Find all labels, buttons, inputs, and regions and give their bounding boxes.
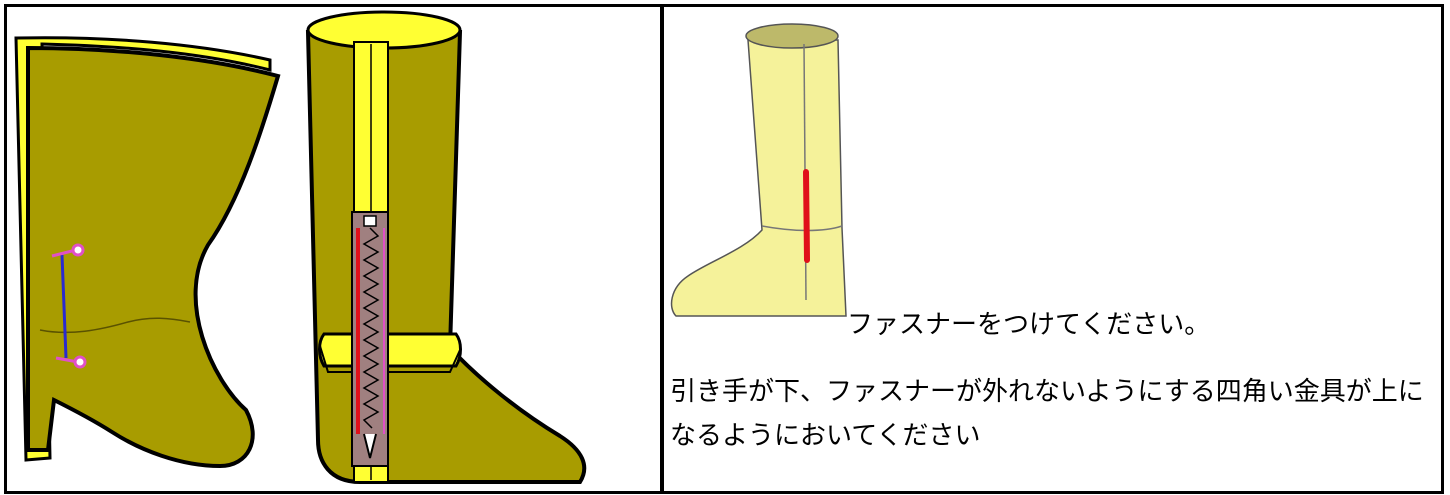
zipper-top-stop xyxy=(363,215,377,227)
flat-boot-piece xyxy=(14,36,281,469)
boot-illustrations xyxy=(14,10,587,484)
small-boot-body xyxy=(670,39,847,317)
instruction-step1: ファスナーをつけてください。 xyxy=(847,310,1211,340)
zipper-position-marker xyxy=(803,169,810,263)
assembled-boot xyxy=(305,10,587,484)
panel-divider xyxy=(660,4,664,494)
pin-top-head xyxy=(71,243,85,257)
left-illustration-panel xyxy=(0,0,660,495)
flat-boot-body xyxy=(26,45,281,469)
ankle-band xyxy=(318,332,462,368)
assembled-boot-shaft xyxy=(305,30,587,484)
pin-line xyxy=(60,254,68,359)
pin-bottom-head xyxy=(73,355,87,369)
small-boot-top-opening xyxy=(745,23,839,49)
instruction-step2: 引き手が下、ファスナーが外れないようにする四角い金具が上になるようにおいてくださ… xyxy=(670,377,1424,451)
small-boot-illustration xyxy=(670,23,847,317)
diagram-frame xyxy=(4,4,1444,494)
zipper-pull xyxy=(363,433,377,459)
zipper-teeth xyxy=(362,227,380,429)
right-instruction-panel: ファスナーをつけてください。 引き手が下、ファスナーが外れないようにする四角い金… xyxy=(664,0,1450,495)
